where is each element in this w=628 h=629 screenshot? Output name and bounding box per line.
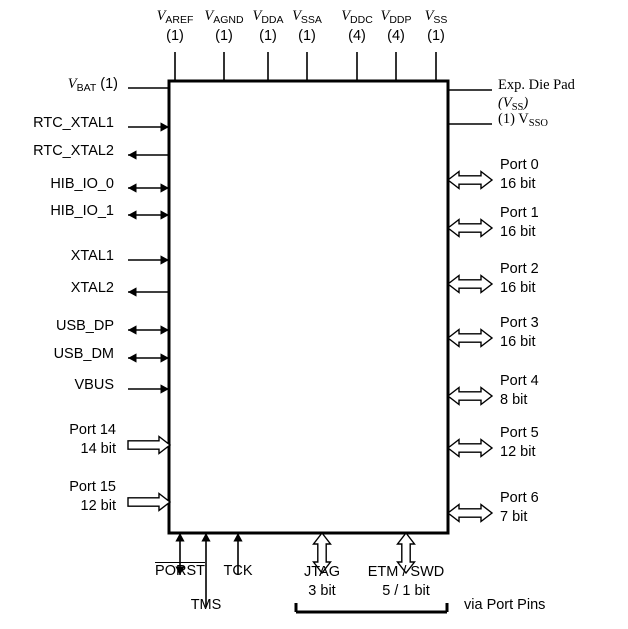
bottom-pin-PORST-head-down [175,566,185,575]
bottom-pin-ETMSWD-sublabel: 5 / 1 bit [382,583,430,599]
bottom-pin-TCK-label: TCK [223,563,253,579]
right-pin-3-bus-arrow [446,218,494,238]
left-pin-USBDP-head-out [128,325,137,335]
top-pin-count-0: (1) [166,28,184,44]
left-pin-Port15-label: Port 15 [69,479,116,495]
right-pin-6-sublabel: 8 bit [500,392,528,408]
top-pin-label-4: VDDC [341,8,373,26]
left-pin-RTCXTAL1-head-in [160,122,169,132]
left-pin-XTAL2-label: XTAL2 [70,280,114,296]
left-pin-VBUS-label: VBUS [74,377,115,393]
left-pin-HIBIO0-head-in [160,183,169,193]
top-pin-count-5: (4) [387,28,405,44]
right-pin-3-sublabel: 16 bit [500,224,536,240]
left-pin-HIBIO1-label: HIB_IO_1 [50,203,114,219]
right-pin-7-sublabel: 12 bit [500,444,536,460]
bottom-pin-JTAG-label: JTAG [304,564,340,580]
top-pin-label-5: VDDP [380,8,412,26]
left-pin-Port14-bus-arrow [127,435,172,455]
bottom-pin-PORST-label: PORST [155,563,205,579]
right-pin-2-label: Port 0 [500,157,539,173]
left-pin-XTAL1-head-in [160,255,169,265]
left-pin-HIBIO1-head-in [160,210,169,220]
left-pin-Port14-label: Port 14 [69,422,116,438]
top-pin-count-3: (1) [298,28,316,44]
left-pin-XTAL2-head-out [128,287,137,297]
bottom-pin-ETMSWD-bus-arrow [396,531,416,575]
left-pin-USBDM-head-in [160,353,169,363]
left-pin-Port14-sublabel: 14 bit [80,441,116,457]
left-pin-Port15-sublabel: 12 bit [80,498,116,514]
bottom-pin-PORST-head-up [175,533,185,542]
top-pin-label-6: VSS [424,8,448,26]
chip-body [167,79,450,535]
right-pin-5-sublabel: 16 bit [500,334,536,350]
left-pin-HIBIO0-label: HIB_IO_0 [50,176,114,192]
right-pin-8-bus-arrow [446,503,494,523]
via-port-pins-note: via Port Pins [464,597,546,613]
right-pin-4-sublabel: 16 bit [500,280,536,296]
top-pin-label-0: VAREF [156,8,194,26]
left-pin-V-label: VBAT (1) [67,76,118,94]
right-pin-7-bus-arrow [446,438,494,458]
right-pin-3-label: Port 1 [500,205,539,221]
top-pin-count-4: (4) [348,28,366,44]
right-pin-6-bus-arrow [446,386,494,406]
top-pin-label-3: VSSA [292,8,322,26]
right-pin-5-bus-arrow [446,328,494,348]
left-pin-RTCXTAL2-label: RTC_XTAL2 [33,143,114,159]
bottom-pin-TCK-head-up [233,533,243,542]
top-pin-count-2: (1) [259,28,277,44]
left-pin-HIBIO1-head-out [128,210,137,220]
bottom-pin-TMS-head-up [201,533,211,542]
top-pin-label-1: VAGND [204,8,244,26]
right-pin-2-sublabel: 16 bit [500,176,536,192]
left-pin-USBDP-label: USB_DP [55,318,114,334]
left-pin-RTCXTAL2-head-out [128,150,137,160]
right-pin-4-bus-arrow [446,274,494,294]
top-pin-label-2: VDDA [252,8,284,26]
left-pin-HIBIO0-head-out [128,183,137,193]
left-pin-Port15-bus-arrow [127,492,172,512]
bottom-pin-ETMSWD-label: ETM / SWD [367,564,445,580]
bottom-pin-JTAG-bus-arrow [312,531,332,575]
right-pin-8-label: Port 6 [500,490,539,506]
left-pin-VBUS-head-in [160,384,169,394]
top-pin-count-1: (1) [215,28,233,44]
right-pin-0-label: Exp. Die Pad [498,77,575,93]
right-pin-5-label: Port 3 [500,315,539,331]
right-pin-7-label: Port 5 [500,425,539,441]
right-pin-6-label: Port 4 [500,373,539,389]
top-pin-count-6: (1) [427,28,445,44]
left-pin-XTAL1-label: XTAL1 [70,248,114,264]
right-pin-2-bus-arrow [446,170,494,190]
bottom-pin-TMS-label: TMS [190,597,222,613]
right-pin-8-sublabel: 7 bit [500,509,528,525]
right-pin-4-label: Port 2 [500,261,539,277]
bottom-pin-JTAG-sublabel: 3 bit [308,583,336,599]
left-pin-RTCXTAL1-label: RTC_XTAL1 [33,115,114,131]
left-pin-USBDP-head-in [160,325,169,335]
right-pin-0-sublabel: (VSS) [498,95,529,113]
left-pin-USBDM-label: USB_DM [53,346,114,362]
left-pin-USBDM-head-out [128,353,137,363]
right-pin-1-label: (1) VSSO [498,111,549,129]
